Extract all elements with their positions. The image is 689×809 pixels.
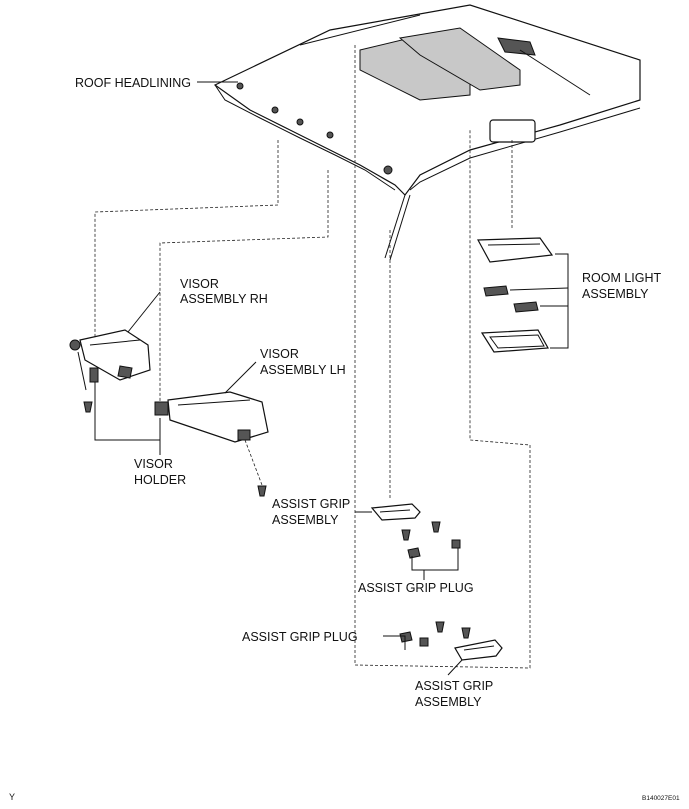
assist-grip-plug-label-2: ASSIST GRIP PLUG — [242, 630, 358, 644]
room-light-bracket — [550, 253, 569, 349]
visor-lh-label-1: VISOR — [260, 347, 299, 361]
visor-lh-label-2: ASSEMBLY LH — [260, 363, 346, 377]
assist-grip-lower-label-1: ASSIST GRIP — [415, 679, 493, 693]
corner-mark: Y — [9, 792, 15, 802]
assist-grip-assembly-upper — [370, 503, 461, 559]
assist-grip-assembly-lower — [399, 621, 503, 661]
visor-holder-label-1: VISOR — [134, 457, 173, 471]
visor-lh-leader — [224, 361, 257, 394]
room-light-assembly — [477, 237, 554, 353]
visor-holder-bracket — [94, 382, 161, 441]
visor-rh-leader — [127, 291, 161, 333]
assist-grip-lower-leader — [447, 659, 463, 676]
assist-grip-plug-bracket-2 — [383, 635, 406, 650]
room-light-label-1: ROOM LIGHT — [582, 271, 662, 285]
visor-rh-label-1: VISOR — [180, 277, 219, 291]
roof-headlining — [213, 4, 641, 261]
visor-holder-label-2: HOLDER — [134, 473, 186, 487]
assist-grip-plug-bracket-1 — [411, 548, 459, 571]
assist-grip-plug-label-1: ASSIST GRIP PLUG — [358, 581, 474, 595]
assist-grip-label-2: ASSEMBLY — [272, 513, 339, 527]
visor-assembly-rh — [69, 329, 151, 413]
visor-assembly-lh — [154, 391, 269, 497]
figure-code: B140027E01 — [642, 795, 680, 802]
visor-rh-label-2: ASSEMBLY RH — [180, 292, 268, 306]
room-light-label-2: ASSEMBLY — [582, 287, 649, 301]
room-light-tick-1 — [509, 287, 569, 291]
roof-headlining-label: ROOF HEADLINING — [75, 76, 191, 90]
assist-grip-lower-label-2: ASSEMBLY — [415, 695, 482, 709]
alignment-dashed-lines — [94, 45, 531, 669]
assist-grip-label-1: ASSIST GRIP — [272, 497, 350, 511]
